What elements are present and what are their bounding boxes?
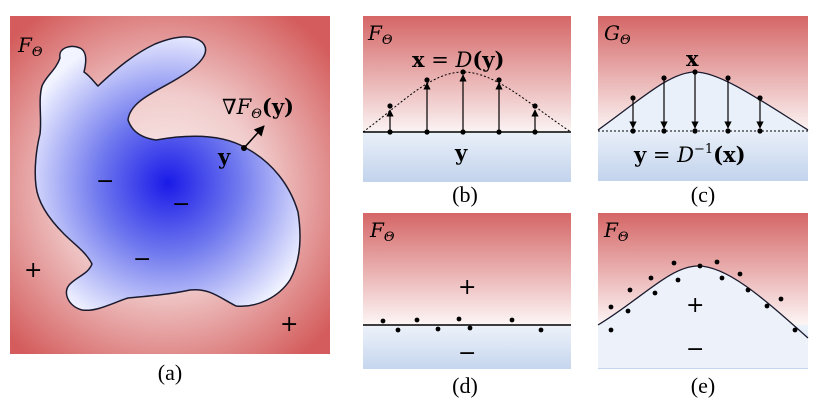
panel-e-noisy-points	[608, 259, 798, 333]
point-y-label: y	[217, 144, 231, 169]
panel-e-plus: +	[686, 293, 704, 318]
panel-c-x-label: x	[686, 46, 699, 71]
panel-c-fill-under-curve	[598, 72, 808, 130]
panel-b-mapped-curve	[362, 71, 572, 133]
panel-c-bottom	[598, 130, 808, 181]
caption-d: (d)	[452, 373, 478, 398]
outside-sign-1: +	[24, 258, 42, 283]
gradient-arrow	[243, 125, 265, 149]
panel-c-equation: y = D−1(x)	[633, 142, 746, 167]
panel-b-points	[387, 69, 538, 135]
panel-e-fill-under-curve	[598, 266, 808, 368]
inside-sign-1: −	[96, 169, 114, 194]
panel-b-top	[363, 16, 571, 132]
inside-sign-3: −	[133, 247, 151, 272]
caption-e: (e)	[691, 373, 715, 398]
panel-c-function-label: GΘ	[604, 21, 631, 48]
panel-c-points	[630, 69, 763, 134]
panel-d: FΘ + − (d)	[363, 213, 571, 398]
gradient-label: ∇FΘ(y)	[222, 94, 294, 122]
panel-a-function-label: FΘ	[17, 33, 43, 60]
panel-d-plus: +	[458, 275, 476, 300]
surface-point	[241, 145, 247, 151]
panel-e-minus: −	[686, 337, 704, 362]
panel-d-noisy-points	[380, 316, 544, 333]
panel-d-function-label: FΘ	[369, 218, 395, 245]
panel-b-bottom	[363, 132, 571, 182]
panel-e-function-label: FΘ	[603, 218, 629, 245]
outside-sign-2: +	[280, 312, 298, 337]
panel-e: FΘ + − (e)	[597, 213, 809, 398]
panel-c: GΘ x y = D−1(x) (c)	[597, 16, 809, 207]
panel-d-top	[363, 213, 571, 325]
bunny-shape	[34, 36, 301, 312]
panel-b-arrows	[386, 74, 539, 131]
panel-a: FΘ ∇FΘ(y) y − − − + + (a)	[10, 16, 330, 385]
panel-b-function-label: FΘ	[367, 21, 393, 48]
panel-c-arrows	[629, 74, 764, 129]
inside-sign-2: −	[172, 192, 190, 217]
panel-b: FΘ x = D(y) y (b)	[362, 16, 572, 207]
panel-b-equation: x = D(y)	[412, 47, 504, 72]
panel-d-minus: −	[458, 341, 476, 366]
caption-c: (c)	[691, 182, 715, 207]
panel-b-y-label: y	[454, 140, 468, 165]
caption-b: (b)	[452, 182, 478, 207]
caption-a: (a)	[158, 360, 182, 385]
